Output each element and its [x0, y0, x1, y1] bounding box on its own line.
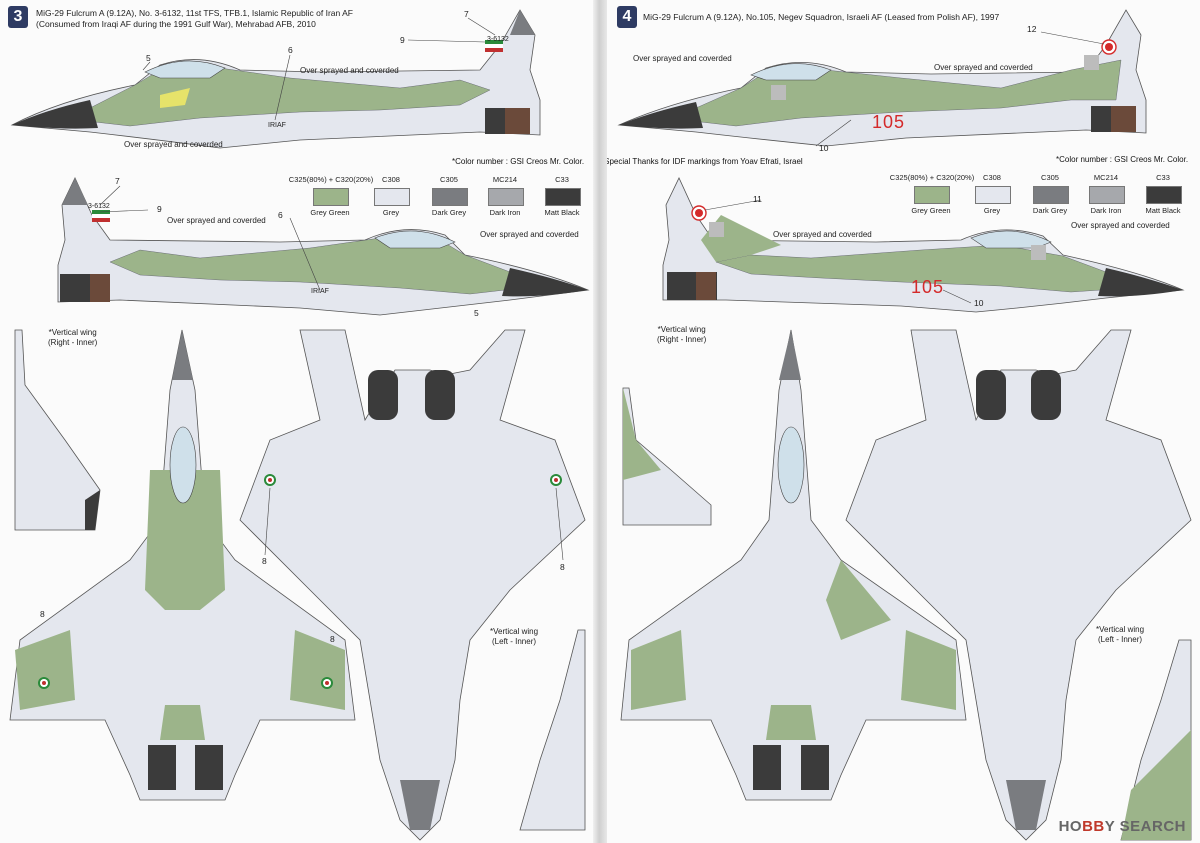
- over-sprayed-label-2: Over sprayed and coverded: [934, 63, 1033, 72]
- serial-bottom: 3-6132: [88, 203, 110, 210]
- swatch-name: Matt Black: [1145, 206, 1181, 215]
- nose-number-bottom: 105: [911, 277, 945, 297]
- swatch-grey-green: [914, 186, 950, 204]
- watermark-logo: HOBBY SEARCH: [1059, 818, 1186, 835]
- swatch-code: C325(80%) + C320(20%): [889, 173, 975, 182]
- swatch-code: MC214: [1093, 173, 1119, 182]
- page-fold: [593, 0, 607, 843]
- vertical-wing-right-label: *Vertical wing (Right - Inner): [48, 328, 98, 347]
- callout-5b: 5: [474, 308, 479, 318]
- page-right-profile-4: 4 MiG-29 Fulcrum A (9.12A), No.105, Nege…: [600, 0, 1200, 843]
- swatch-code: C305: [440, 175, 458, 184]
- header-line-1: MiG-29 Fulcrum A (9.12A), No. 3-6132, 11…: [36, 8, 353, 18]
- callout-11: 11: [753, 194, 762, 204]
- side-profile-top: [617, 9, 1147, 147]
- swatch-name: Dark Grey: [1032, 206, 1068, 215]
- swatch-code: C308: [382, 175, 400, 184]
- swatch-grey-green: [313, 188, 349, 206]
- header-line-2: (Consumed from Iraqi AF during the 1991 …: [36, 19, 316, 29]
- over-sprayed-label-4: Over sprayed and coverded: [1071, 221, 1170, 230]
- swatch-grey: [374, 188, 410, 206]
- vertical-wing-left-label: *Vertical wing (Left - Inner): [1096, 625, 1145, 644]
- callout-7b: 7: [115, 176, 120, 186]
- swatch-name: Matt Black: [544, 208, 580, 217]
- iriaf-marking-bottom: IRIAF: [311, 288, 329, 295]
- swatch-name: Dark Iron: [489, 208, 521, 217]
- watermark-part-1: HO: [1058, 818, 1083, 835]
- serial-top: 3-6132: [487, 36, 509, 43]
- callout-12: 12: [1027, 24, 1037, 34]
- roundel-markings: [38, 474, 562, 689]
- watermark-part-2: BB: [1082, 818, 1105, 835]
- swatch-name: Grey: [983, 206, 1001, 215]
- callout-8d: 8: [330, 634, 335, 644]
- swatch-name: Dark Iron: [1090, 206, 1122, 215]
- over-sprayed-label-2: Over sprayed and coverded: [124, 140, 223, 149]
- callout-9: 9: [400, 35, 405, 45]
- side-profile-top: [10, 9, 541, 149]
- swatch-code: MC214: [492, 175, 518, 184]
- vertical-wing-right-inner: [14, 329, 101, 531]
- over-sprayed-label-1: Over sprayed and coverded: [633, 54, 732, 63]
- vertical-wing-right-inner: [622, 387, 712, 526]
- over-sprayed-label-3: Over sprayed and coverded: [773, 230, 872, 239]
- swatch-code: C308: [983, 173, 1001, 182]
- swatch-matt-black: [1146, 186, 1182, 204]
- swatch-code: C33: [1156, 173, 1170, 182]
- color-note-left: *Color number : GSI Creos Mr. Color.: [452, 157, 585, 166]
- aircraft-drawings-right: [617, 9, 1192, 841]
- thanks-note: *Special Thanks for IDF markings from Yo…: [601, 157, 803, 166]
- color-note-right: *Color number : GSI Creos Mr. Color.: [1056, 155, 1189, 164]
- nose-number-top: 105: [872, 112, 906, 132]
- bottom-view-plan: [845, 329, 1192, 841]
- swatch-matt-black: [545, 188, 581, 206]
- swatch-code: C325(80%) + C320(20%): [288, 175, 374, 184]
- profile-header: MiG-29 Fulcrum A (9.12A), No. 3-6132, 11…: [36, 8, 353, 30]
- profile-number-badge: 4: [617, 6, 637, 28]
- over-sprayed-label-1: Over sprayed and coverded: [300, 66, 399, 75]
- callout-6: 6: [288, 45, 293, 55]
- page-left-profile-3: 3 MiG-29 Fulcrum A (9.12A), No. 3-6132, …: [8, 6, 590, 841]
- swatch-dark-iron: [488, 188, 524, 206]
- over-sprayed-label-4: Over sprayed and coverded: [480, 230, 579, 239]
- callout-8b: 8: [560, 562, 565, 572]
- callout-leader-lines: [704, 31, 1105, 304]
- callout-7: 7: [464, 9, 469, 19]
- callout-5: 5: [146, 53, 151, 63]
- swatch-code: C305: [1041, 173, 1059, 182]
- top-view-plan: [620, 329, 967, 801]
- callout-6b: 6: [278, 210, 283, 220]
- callout-8c: 8: [40, 609, 45, 619]
- profile-header: MiG-29 Fulcrum A (9.12A), No.105, Negev …: [643, 12, 1000, 22]
- vertical-wing-left-label: *Vertical wing (Left - Inner): [490, 627, 539, 646]
- callout-10b: 10: [974, 298, 984, 308]
- iriaf-marking-top: IRIAF: [268, 122, 286, 129]
- profile-number-badge: 3: [8, 6, 28, 28]
- callout-leader-lines: [99, 17, 564, 561]
- swatch-grey: [975, 186, 1011, 204]
- watermark-part-3: Y SEARCH: [1104, 818, 1186, 835]
- swatch-name: Grey Green: [911, 206, 951, 215]
- swatch-dark-iron: [1089, 186, 1125, 204]
- swatch-dark-grey: [432, 188, 468, 206]
- aircraft-drawings-left: [9, 9, 590, 841]
- swatch-name: Dark Grey: [431, 208, 467, 217]
- swatch-code: C33: [555, 175, 569, 184]
- callout-8a: 8: [262, 556, 267, 566]
- bottom-view-plan: [239, 329, 586, 841]
- side-profile-bottom: [57, 177, 590, 316]
- swatch-name: Grey Green: [310, 208, 350, 217]
- vertical-wing-right-label: *Vertical wing (Right - Inner): [657, 325, 707, 344]
- swatch-name: Grey: [382, 208, 400, 217]
- swatch-dark-grey: [1033, 186, 1069, 204]
- top-view-plan: [9, 329, 356, 801]
- over-sprayed-label-3: Over sprayed and coverded: [167, 216, 266, 225]
- vertical-wing-left-inner: [519, 629, 586, 831]
- side-profile-bottom: [662, 177, 1185, 313]
- callout-10a: 10: [819, 143, 829, 153]
- callout-9b: 9: [157, 204, 162, 214]
